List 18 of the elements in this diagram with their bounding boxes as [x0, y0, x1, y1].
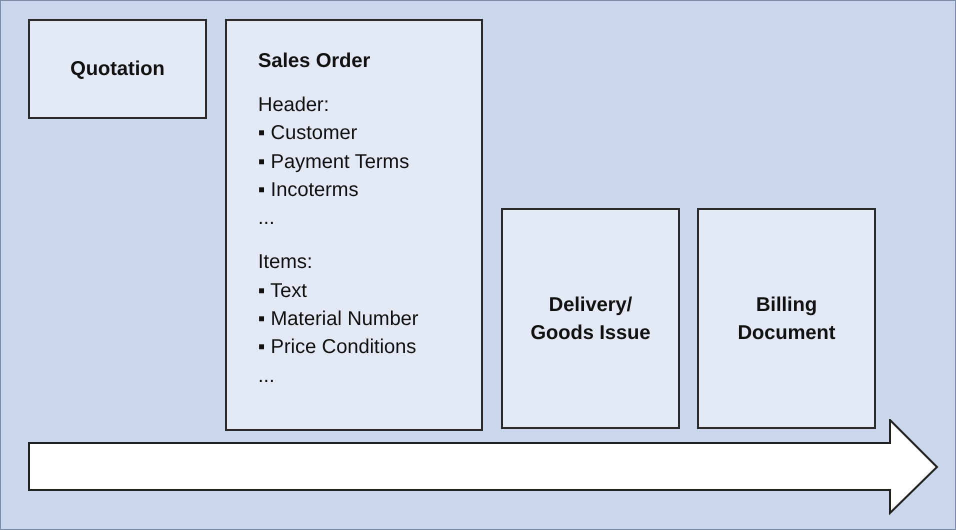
list-item: ▪ Incoterms — [258, 178, 360, 203]
list-item: Items: — [258, 250, 314, 276]
box-title: Billing Document — [736, 292, 836, 346]
list-item: ▪ Payment Terms — [258, 150, 410, 175]
list-item: Header: — [258, 93, 330, 118]
box-title: Delivery/ Goods Issue — [529, 292, 652, 346]
document-box — [28, 19, 207, 119]
box-title: Quotation — [70, 57, 165, 82]
list-item: ▪ Price Conditions — [258, 335, 418, 360]
list-item: ... — [258, 364, 276, 389]
list-item: ▪ Text — [258, 278, 308, 304]
document-box — [501, 208, 680, 429]
document-box — [697, 208, 876, 429]
box-title: Sales Order — [258, 49, 372, 74]
list-item: ▪ Customer — [258, 121, 358, 146]
document-box — [225, 19, 483, 431]
list-item: ... — [258, 206, 276, 232]
list-item: ▪ Material Number — [258, 307, 420, 332]
